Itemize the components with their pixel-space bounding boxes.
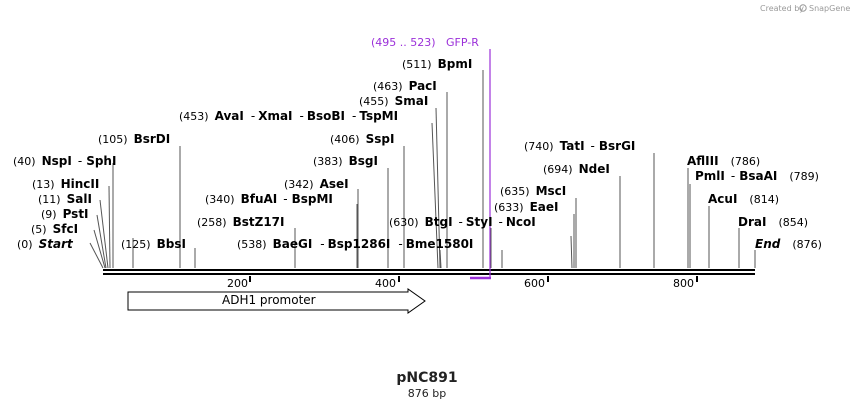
svg-text:(740)TatI-BsrGI: (740)TatI-BsrGI [524, 139, 635, 153]
site-bbsi[interactable]: (125)BbsI [121, 237, 186, 251]
svg-text:(0)Start: (0)Start [17, 237, 74, 251]
svg-text:(453)AvaI-XmaI-BsoBI-TspMI: (453)AvaI-XmaI-BsoBI-TspMI [179, 109, 398, 123]
svg-text:End(876): End(876) [755, 237, 822, 251]
svg-text:(9)PstI: (9)PstI [41, 207, 89, 221]
credit-brand: SnapGene [809, 4, 850, 13]
ruler-label-800: 800 [673, 277, 694, 290]
site-pmli-bsaai[interactable]: PmlI-BsaAI(789) [695, 169, 819, 183]
site-nspi-sphi[interactable]: (40)NspI-SphI [13, 154, 116, 168]
feature-label: ADH1 promoter [222, 293, 316, 307]
feature-adh1-promoter[interactable]: ADH1 promoter [127, 288, 426, 314]
site-bpmi[interactable]: (511)BpmI [402, 57, 472, 71]
svg-text:DraI(854): DraI(854) [738, 215, 808, 229]
site-avai-xmai-bsobi-tspmi[interactable]: (453)AvaI-XmaI-BsoBI-TspMI [179, 109, 398, 123]
plasmid-name: pNC891 [396, 370, 457, 386]
svg-text:(342)AseI: (342)AseI [284, 177, 349, 191]
dna-backbone [103, 269, 755, 275]
site-bfuai-bspmi[interactable]: (340)BfuAI-BspMI [205, 192, 333, 206]
svg-text:(105)BsrDI: (105)BsrDI [98, 132, 170, 146]
svg-text:(40)NspI-SphI: (40)NspI-SphI [13, 154, 116, 168]
site-smai[interactable]: (455)SmaI [359, 94, 428, 108]
site-leader-lines [89, 70, 756, 269]
site-drai[interactable]: DraI(854) [738, 215, 808, 229]
ruler-label-600: 600 [524, 277, 545, 290]
site-sfci[interactable]: (5)SfcI [31, 222, 78, 236]
svg-text:(258)BstZ17I: (258)BstZ17I [197, 215, 284, 229]
site-asei[interactable]: (342)AseI [284, 177, 349, 191]
credit-created-by: Created by [760, 4, 804, 13]
svg-text:(5)SfcI: (5)SfcI [31, 222, 78, 236]
site-afliii[interactable]: AflIII(786) [687, 154, 760, 168]
primer-gfp-r[interactable]: (495 .. 523) GFP-R [371, 36, 491, 280]
site-ndei[interactable]: (694)NdeI [543, 162, 610, 176]
svg-text:(538)BaeGI-Bsp1286I-Bme1580I: (538)BaeGI-Bsp1286I-Bme1580I [237, 237, 473, 251]
svg-text:(463)PacI: (463)PacI [373, 79, 437, 93]
site-hincii[interactable]: (13)HincII [32, 177, 99, 191]
svg-text:(511)BpmI: (511)BpmI [402, 57, 472, 71]
svg-text:AflIII(786): AflIII(786) [687, 154, 760, 168]
position-ruler: 200 400 600 800 [227, 276, 698, 290]
primer-range: (495 .. 523) [371, 36, 436, 49]
site-acui[interactable]: AcuI(814) [708, 192, 779, 206]
site-bsgi[interactable]: (383)BsgI [313, 154, 378, 168]
site-msci[interactable]: (635)MscI [500, 184, 566, 198]
site-baegi-bsp1286i-bme1580i[interactable]: (538)BaeGI-Bsp1286I-Bme1580I [237, 237, 473, 251]
svg-text:(383)BsgI: (383)BsgI [313, 154, 378, 168]
site-sspi[interactable]: (406)SspI [330, 132, 394, 146]
site-paci[interactable]: (463)PacI [373, 79, 437, 93]
site-btgi-styi-ncoi[interactable]: (630)BtgI-StyI-NcoI [389, 215, 536, 229]
site-bsrdi[interactable]: (105)BsrDI [98, 132, 170, 146]
svg-text:(635)MscI: (635)MscI [500, 184, 566, 198]
site-tati-bsrgi[interactable]: (740)TatI-BsrGI [524, 139, 635, 153]
site-start[interactable]: (0)Start [17, 237, 74, 251]
restriction-site-labels: (0)Start (5)SfcI (9)PstI (11)SalI (13)Hi… [13, 57, 822, 251]
svg-text:(125)BbsI: (125)BbsI [121, 237, 186, 251]
map-title-block: pNC891 876 bp [396, 370, 457, 400]
primer-name: GFP-R [446, 36, 479, 49]
plasmid-length: 876 bp [408, 387, 446, 400]
ruler-label-200: 200 [227, 277, 248, 290]
ruler-label-400: 400 [375, 277, 396, 290]
site-eaei[interactable]: (633)EaeI [494, 200, 559, 214]
svg-text:(455)SmaI: (455)SmaI [359, 94, 428, 108]
svg-text:(13)HincII: (13)HincII [32, 177, 99, 191]
site-bstz17i[interactable]: (258)BstZ17I [197, 215, 284, 229]
svg-text:PmlI-BsaAI(789): PmlI-BsaAI(789) [695, 169, 819, 183]
site-sali[interactable]: (11)SalI [38, 192, 92, 206]
feature-arrow[interactable] [127, 288, 426, 314]
svg-text:(633)EaeI: (633)EaeI [494, 200, 559, 214]
svg-text:AcuI(814): AcuI(814) [708, 192, 779, 206]
svg-text:(340)BfuAI-BspMI: (340)BfuAI-BspMI [205, 192, 333, 206]
snapgene-credit: Created by SnapGene [760, 4, 850, 13]
site-psti[interactable]: (9)PstI [41, 207, 89, 221]
svg-text:(630)BtgI-StyI-NcoI: (630)BtgI-StyI-NcoI [389, 215, 536, 229]
snapgene-logo-icon [799, 4, 807, 12]
site-end[interactable]: End(876) [755, 237, 822, 251]
svg-text:(406)SspI: (406)SspI [330, 132, 394, 146]
svg-text:(694)NdeI: (694)NdeI [543, 162, 610, 176]
svg-text:(11)SalI: (11)SalI [38, 192, 92, 206]
